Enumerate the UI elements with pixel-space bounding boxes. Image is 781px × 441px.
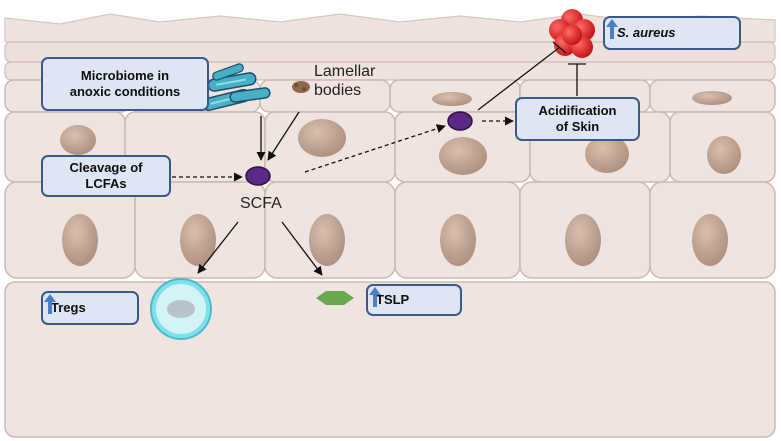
acidification-box-line2: of Skin xyxy=(555,119,600,134)
arrow-lamellar-to-scfa xyxy=(267,111,300,161)
s-aureus-label: S. aureus xyxy=(617,25,676,41)
cleavage-box-line2: LCFAs xyxy=(85,176,127,191)
up-arrow-icon xyxy=(44,294,56,314)
treg-cell-icon xyxy=(150,278,212,340)
tregs-box: Tregs xyxy=(41,291,139,325)
tregs-label: Tregs xyxy=(51,300,86,316)
inhibit-bar-staph xyxy=(552,41,567,54)
microbiome-box-line2: anoxic conditions xyxy=(69,84,181,99)
lamellar-bodies-label: Lamellar bodies xyxy=(314,62,375,100)
pathway-arrows xyxy=(172,41,586,276)
scfa-label: SCFA xyxy=(240,195,282,212)
microbiome-box-line1: Microbiome in xyxy=(80,68,170,84)
lamellar-bodies-icon xyxy=(292,81,310,93)
s-aureus-box: S. aureus xyxy=(603,16,741,50)
cleavage-box-line1: Cleavage of xyxy=(69,160,143,176)
arrow-scfa-to-tslp xyxy=(281,221,323,276)
arrow-scfa-to-tregs xyxy=(197,221,239,274)
scfa-molecule-icon xyxy=(245,166,271,186)
lamellar-line2: bodies xyxy=(314,82,362,100)
staph-cluster-icon xyxy=(549,9,595,58)
tslp-label: TSLP xyxy=(376,292,410,308)
arrow-scfa-to-scfa xyxy=(304,124,446,173)
scfa-molecule-icon xyxy=(447,111,473,131)
spinous-layer-lower xyxy=(4,181,776,279)
up-arrow-icon xyxy=(606,19,618,39)
tslp-box: TSLP xyxy=(366,284,462,316)
rod-bacteria-icon xyxy=(201,63,271,112)
lamellar-line1: Lamellar xyxy=(314,63,376,80)
acidification-box-line1: Acidification xyxy=(538,103,617,119)
inhibit-scfa-to-staph xyxy=(477,46,561,111)
up-arrow-icon xyxy=(369,287,381,307)
tslp-hexagon-icon xyxy=(316,291,354,305)
